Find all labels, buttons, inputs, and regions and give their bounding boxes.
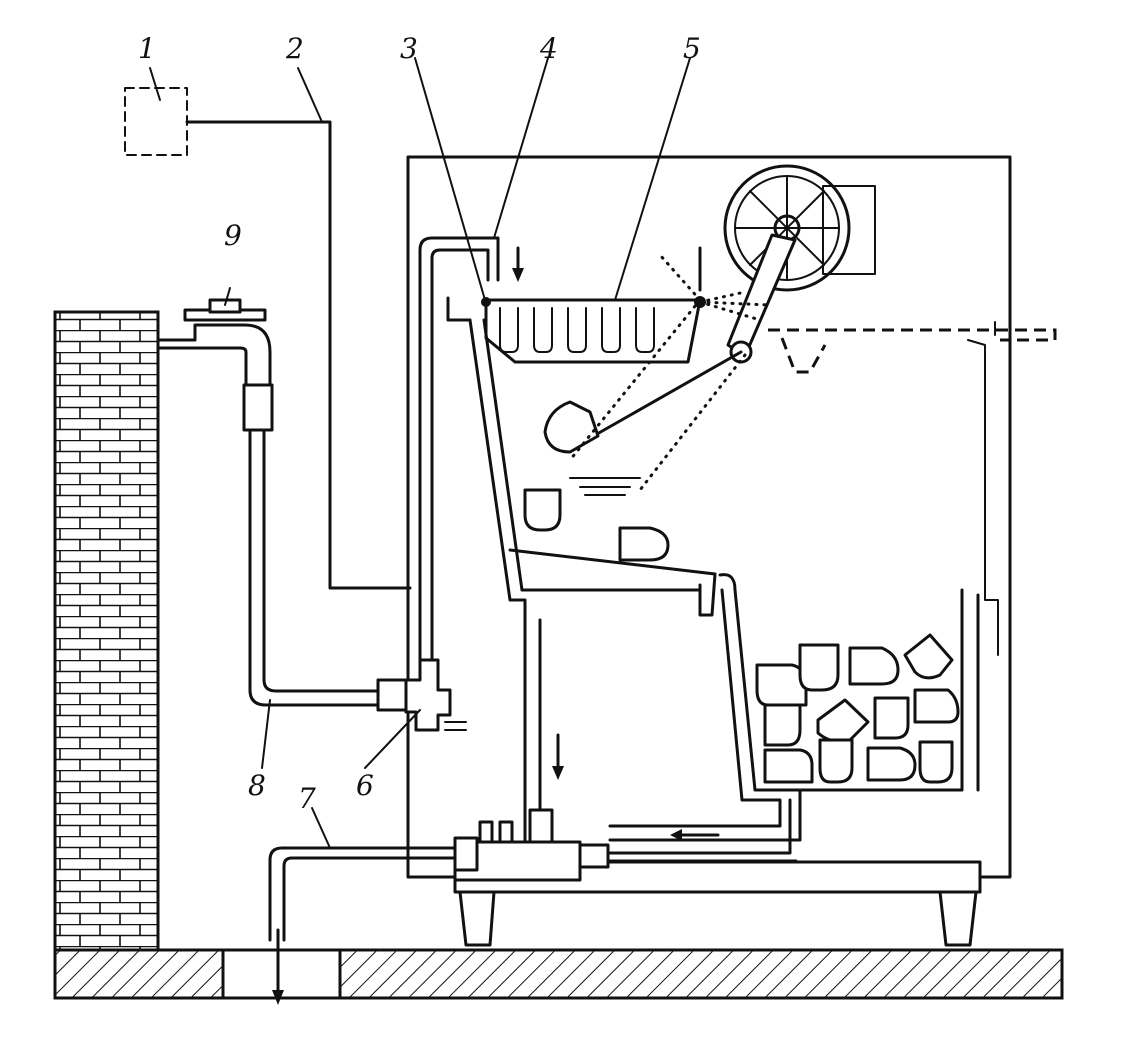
- label-7: 7: [298, 782, 316, 815]
- supply-hose: [242, 383, 408, 712]
- ice-bin: [608, 573, 980, 842]
- leader-lines: [149, 57, 691, 849]
- tipping-arm: [543, 253, 772, 496]
- label-9: 9: [224, 219, 242, 252]
- stored-ice: [755, 633, 960, 784]
- drain-assembly: [268, 798, 798, 1005]
- label-4: 4: [539, 32, 558, 65]
- floor: [53, 948, 1064, 1000]
- water-tap: [156, 298, 272, 387]
- label-3: 3: [400, 32, 418, 65]
- inlet-pipe: [418, 236, 524, 662]
- label-5: 5: [683, 32, 701, 65]
- label-8: 8: [248, 769, 266, 802]
- solenoid-valve: [404, 658, 467, 732]
- falling-ice: [523, 488, 670, 562]
- label-6: 6: [356, 769, 374, 802]
- alternate-position: [768, 321, 1057, 656]
- label-2: 2: [285, 32, 304, 65]
- label-1: 1: [138, 32, 156, 65]
- ejector-motor: [723, 164, 876, 364]
- callout-labels: 1 2 3 4 5 6 7 8 9: [138, 32, 701, 815]
- ice-chute: [468, 318, 717, 862]
- brick-wall: [53, 310, 160, 952]
